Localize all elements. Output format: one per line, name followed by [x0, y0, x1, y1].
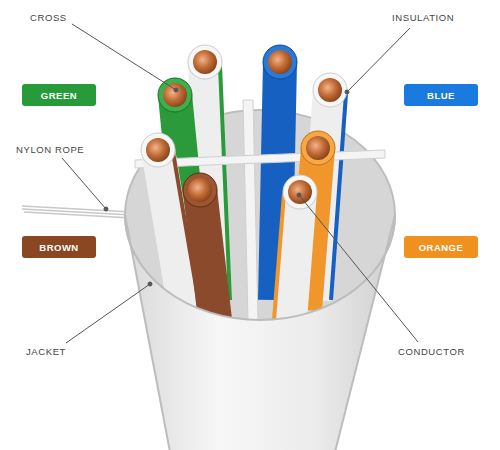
- insulation-end: [301, 131, 335, 165]
- color-tag: ORANGE: [404, 236, 478, 258]
- conductor-end: [146, 138, 170, 162]
- color-tag: BROWN: [22, 236, 96, 258]
- insulation-end: [141, 133, 175, 167]
- conductor-end: [268, 50, 292, 74]
- part-label: INSULATION: [392, 12, 454, 23]
- color-tag: GREEN: [22, 84, 96, 106]
- color-name: GREEN: [41, 90, 77, 101]
- part-label: NYLON ROPE: [16, 144, 84, 155]
- wire-stripe: [331, 94, 346, 300]
- color-tag: BLUE: [404, 84, 478, 106]
- cross-separator: [135, 100, 385, 320]
- wire-body: [200, 190, 215, 320]
- wire: [183, 173, 217, 320]
- insulation-end: [283, 175, 317, 209]
- leader-line: [66, 284, 150, 343]
- conductor-end: [188, 178, 212, 202]
- insulation-end: [158, 78, 192, 112]
- leader-lines: [62, 24, 418, 343]
- part-label: JACKET: [26, 346, 66, 357]
- leader-line: [347, 28, 410, 92]
- leader-line: [72, 24, 176, 90]
- leader-line: [299, 195, 418, 342]
- part-label: CONDUCTOR: [398, 346, 465, 357]
- leader-dot: [297, 193, 301, 197]
- color-name: ORANGE: [419, 242, 464, 253]
- wire-stripe: [274, 194, 284, 320]
- leader-dot: [345, 90, 349, 94]
- conductor-end: [193, 50, 217, 74]
- wire-body: [290, 192, 300, 320]
- part-label: CROSS: [30, 12, 67, 23]
- conductor-end: [306, 136, 330, 160]
- separator-plate: [243, 100, 258, 320]
- leader-dot: [174, 88, 178, 92]
- conductor-end: [288, 180, 312, 204]
- conductor-end: [318, 78, 342, 102]
- insulation-end: [263, 45, 297, 79]
- leader-dot: [104, 207, 108, 211]
- insulation-end: [183, 173, 217, 207]
- leader-dot: [148, 282, 152, 286]
- conductor-end: [163, 83, 187, 107]
- insulation-end: [188, 45, 222, 79]
- color-name: BLUE: [427, 90, 455, 101]
- wire: [274, 175, 317, 320]
- insulation-end: [313, 73, 347, 107]
- leader-line: [62, 158, 106, 209]
- color-name: BROWN: [39, 242, 78, 253]
- jacket: [125, 215, 395, 450]
